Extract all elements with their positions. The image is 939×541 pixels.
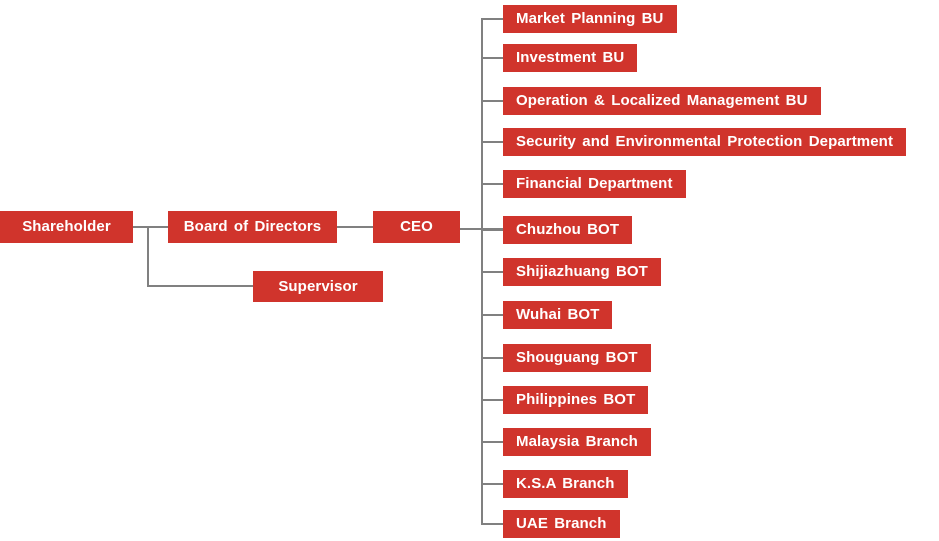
connector-stub — [481, 357, 503, 359]
node-shareholder: Shareholder — [0, 211, 133, 243]
connector-stub — [481, 57, 503, 59]
node-operation-localized-management-bu: Operation & Localized Management BU — [503, 87, 821, 115]
node-uae-branch: UAE Branch — [503, 510, 620, 538]
connector-shareholder-down — [147, 226, 149, 287]
connector-stub — [481, 523, 503, 525]
node-financial-department: Financial Department — [503, 170, 686, 198]
node-security-environmental-protection-department: Security and Environmental Protection De… — [503, 128, 907, 156]
connector-stub — [481, 229, 503, 231]
connector-stub — [481, 483, 503, 485]
connector-stub — [481, 18, 503, 20]
node-wuhai-bot: Wuhai BOT — [503, 301, 613, 329]
connector-stub — [481, 271, 503, 273]
node-chuzhou-bot: Chuzhou BOT — [503, 216, 633, 244]
connector-to-supervisor — [147, 285, 253, 287]
node-board-of-directors: Board of Directors — [168, 211, 337, 243]
connector-shareholder-board — [133, 226, 168, 228]
node-investment-bu: Investment BU — [503, 44, 638, 72]
node-philippines-bot: Philippines BOT — [503, 386, 649, 414]
connector-stub — [481, 100, 503, 102]
node-market-planning-bu: Market Planning BU — [503, 5, 677, 33]
connector-board-ceo — [337, 226, 373, 228]
node-ceo: CEO — [373, 211, 460, 243]
connector-stub — [481, 399, 503, 401]
connector-stub — [481, 141, 503, 143]
connector-stub — [481, 441, 503, 443]
node-ksa-branch: K.S.A Branch — [503, 470, 628, 498]
connector-stub — [481, 183, 503, 185]
connector-stub — [481, 314, 503, 316]
node-shouguang-bot: Shouguang BOT — [503, 344, 651, 372]
node-supervisor: Supervisor — [253, 271, 383, 302]
node-shijiazhuang-bot: Shijiazhuang BOT — [503, 258, 661, 286]
node-malaysia-branch: Malaysia Branch — [503, 428, 651, 456]
